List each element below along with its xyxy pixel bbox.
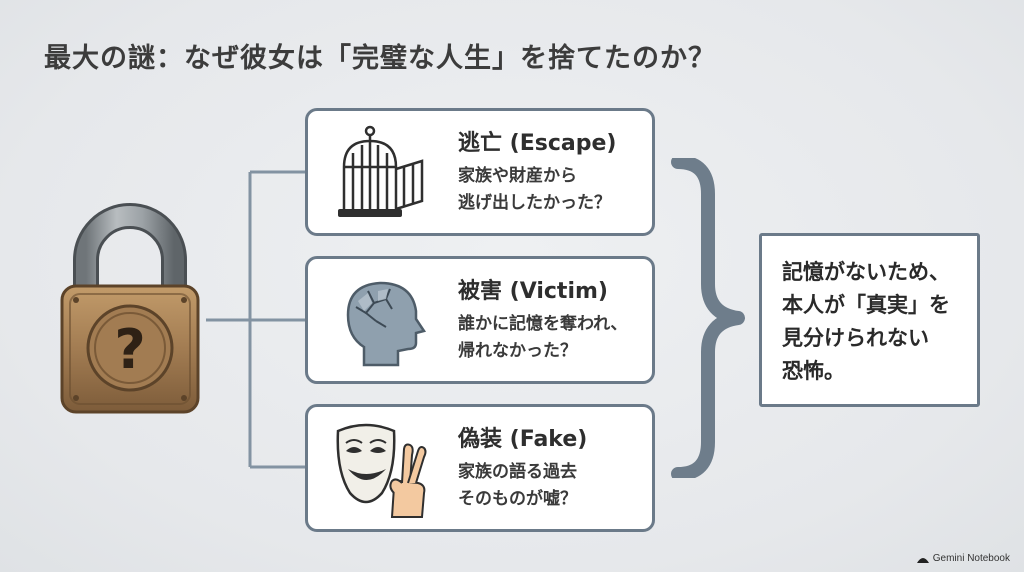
open-birdcage-icon bbox=[334, 123, 434, 227]
hypothesis-description: 誰かに記憶を奪われ、 帰れなかった？ bbox=[458, 314, 628, 361]
page-title: 最大の謎：なぜ彼女は「完璧な人生」を捨てたのか？ bbox=[44, 43, 716, 74]
conclusion-line: 見分けられない bbox=[782, 326, 929, 350]
lock-question-mark: ? bbox=[114, 318, 145, 381]
hypothesis-card-victim: 被害 (Victim) 誰かに記憶を奪われ、 帰れなかった？ bbox=[305, 256, 655, 384]
notebook-logo-icon bbox=[916, 557, 929, 563]
hypothesis-card-fake: 偽装 (Fake) 家族の語る過去 そのものが嘘？ bbox=[305, 404, 655, 532]
conclusion-line: 恐怖。 bbox=[782, 359, 845, 383]
hypothesis-heading: 偽装 (Fake) bbox=[458, 427, 588, 452]
watermark: Gemini Notebook bbox=[916, 553, 1010, 564]
hypothesis-heading: 逃亡 (Escape) bbox=[458, 131, 617, 156]
padlock-question-icon: ? bbox=[58, 200, 202, 416]
hypothesis-description: 家族の語る過去 そのものが嘘？ bbox=[458, 462, 577, 509]
hypothesis-card-escape: 逃亡 (Escape) 家族や財産から 逃げ出したかった？ bbox=[305, 108, 655, 236]
mask-crossed-fingers-icon bbox=[332, 421, 436, 525]
curly-brace bbox=[671, 158, 745, 478]
cracked-head-icon bbox=[334, 271, 434, 375]
hypothesis-heading: 被害 (Victim) bbox=[458, 279, 608, 304]
hypothesis-description: 家族や財産から 逃げ出したかった？ bbox=[458, 166, 611, 213]
conclusion-box: 記憶がないため、 本人が「真実」を 見分けられない 恐怖。 bbox=[759, 233, 980, 407]
conclusion-line: 記憶がないため、 bbox=[782, 260, 950, 284]
conclusion-line: 本人が「真実」を bbox=[782, 293, 950, 317]
